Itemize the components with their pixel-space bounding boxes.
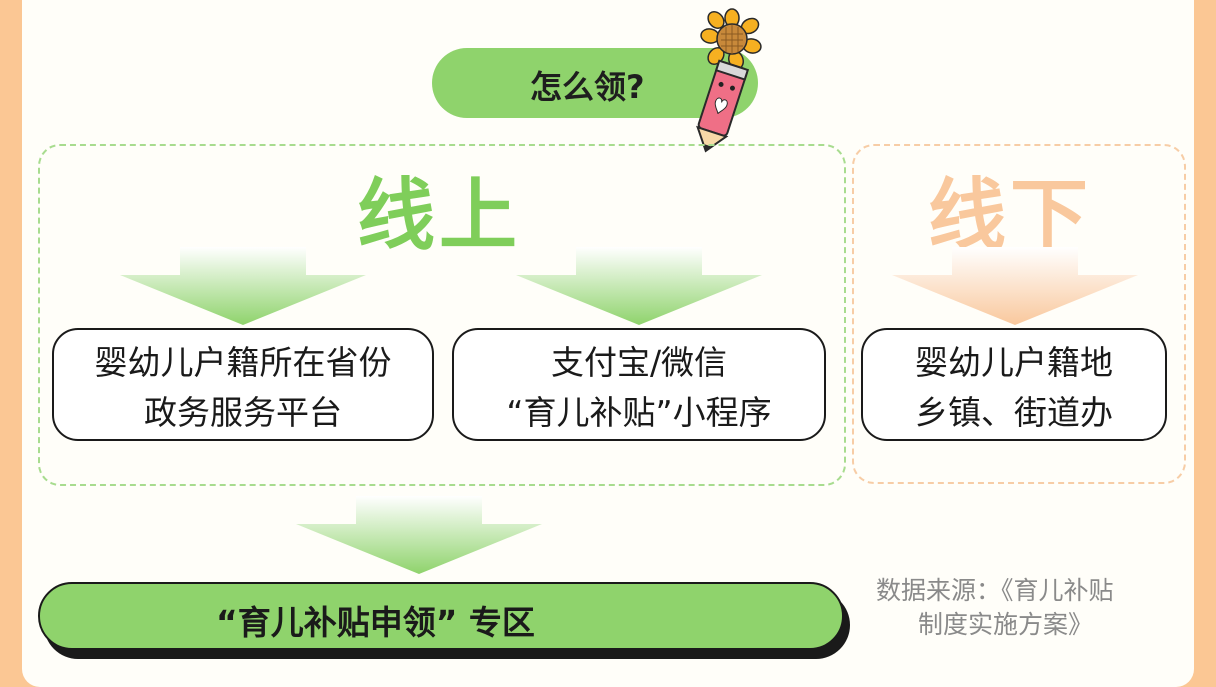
township-office-box: 婴幼儿户籍地 乡镇、街道办 <box>861 328 1167 441</box>
box-line: 婴幼儿户籍地 <box>915 343 1113 382</box>
data-source-note: 数据来源：《育儿补贴 制度实施方案》 <box>876 574 1166 642</box>
arrow-down-icon <box>296 496 542 574</box>
box-line: 婴幼儿户籍所在省份 <box>94 343 392 382</box>
online-section <box>38 144 846 486</box>
arrow-down-icon <box>892 247 1138 325</box>
online-heading: 线上 <box>357 171 522 261</box>
arrow-down-icon <box>516 247 762 325</box>
destination-bar: “育儿补贴申领” 专区 <box>38 582 844 650</box>
box-line: 政务服务平台 <box>144 393 342 432</box>
destination-label: “育儿补贴申领” 专区 <box>216 603 535 642</box>
source-line: 制度实施方案》 <box>918 610 1094 639</box>
offline-heading: 线下 <box>928 171 1093 261</box>
page-title: 怎么领? <box>530 68 645 106</box>
arrow-down-icon <box>120 247 366 325</box>
provincial-platform-box: 婴幼儿户籍所在省份 政务服务平台 <box>52 328 434 441</box>
box-line: “育儿补贴”小程序 <box>506 393 772 432</box>
box-line: 乡镇、街道办 <box>915 393 1113 432</box>
box-line: 支付宝/微信 <box>550 343 728 382</box>
sunflower-icon <box>700 8 762 70</box>
offline-section <box>852 144 1186 484</box>
mini-program-box: 支付宝/微信 “育儿补贴”小程序 <box>452 328 826 441</box>
pencil-mascot-icon <box>696 8 762 153</box>
source-line: 数据来源：《育儿补贴 <box>876 576 1114 605</box>
